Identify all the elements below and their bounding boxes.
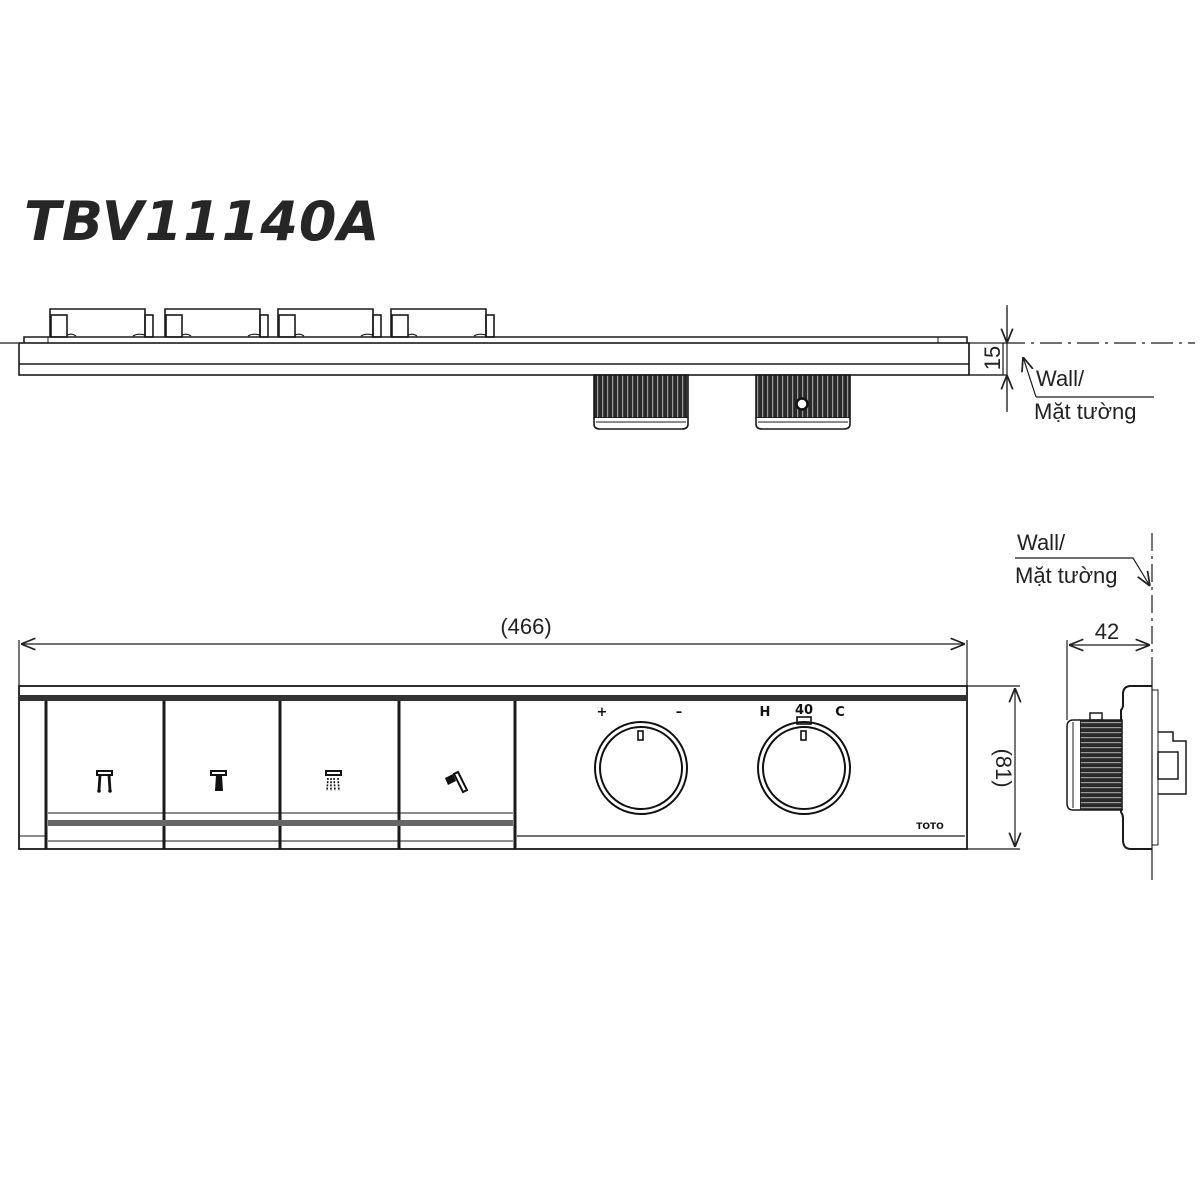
button-4[interactable] [445,770,469,794]
top-view-buttons [49,308,495,338]
temperature-knob[interactable] [757,716,851,815]
top-view-temp-knob [755,374,851,430]
temp-cold-label: C [835,705,845,720]
temp-stop-button[interactable] [796,716,812,725]
faucet-spout-single-icon [210,770,227,791]
dimension-depth-value: 15 [980,346,1005,370]
temp-hot-label: H [760,705,771,720]
temp-knob-indicator [800,730,807,741]
top-view-button-2 [164,308,269,338]
flow-knob[interactable] [594,721,688,815]
flow-knob-indicator [637,730,644,741]
top-view-body [18,342,970,376]
top-wall-label-en: Wall/ [1036,366,1085,391]
front-view-panel [18,685,968,850]
front-view [18,640,968,850]
flow-minus-label: – [676,705,683,720]
top-view-flow-knob [593,374,689,430]
dimension-height [967,685,1020,850]
overhead-shower-icon [325,770,342,792]
faucet-spout-dual-icon [96,770,113,793]
dimension-height-value: (81) [991,748,1016,787]
dimension-projection-value: 42 [1095,619,1119,644]
top-wall-label-vi: Mặt tường [1034,399,1137,424]
model-title: TBV11140A [24,190,381,253]
top-view-button-3 [277,308,382,338]
front-view-buttons [96,770,469,794]
top-view-button-4 [390,308,495,338]
top-view-button-1 [49,308,154,338]
flow-plus-label: + [597,705,608,720]
button-3[interactable] [325,770,342,792]
top-view [0,305,1195,430]
dimension-depth [969,305,1195,412]
side-view [1015,533,1187,880]
temp-preset-label: 40 [795,703,813,718]
dimension-width-value: (466) [500,614,551,639]
hand-shower-icon [445,770,469,794]
brand-logo: TOTO [916,822,944,832]
button-1[interactable] [96,770,113,793]
button-2[interactable] [210,770,227,791]
side-wall-label-vi: Mặt tường [1015,563,1118,588]
side-wall-label-en: Wall/ [1017,530,1066,555]
